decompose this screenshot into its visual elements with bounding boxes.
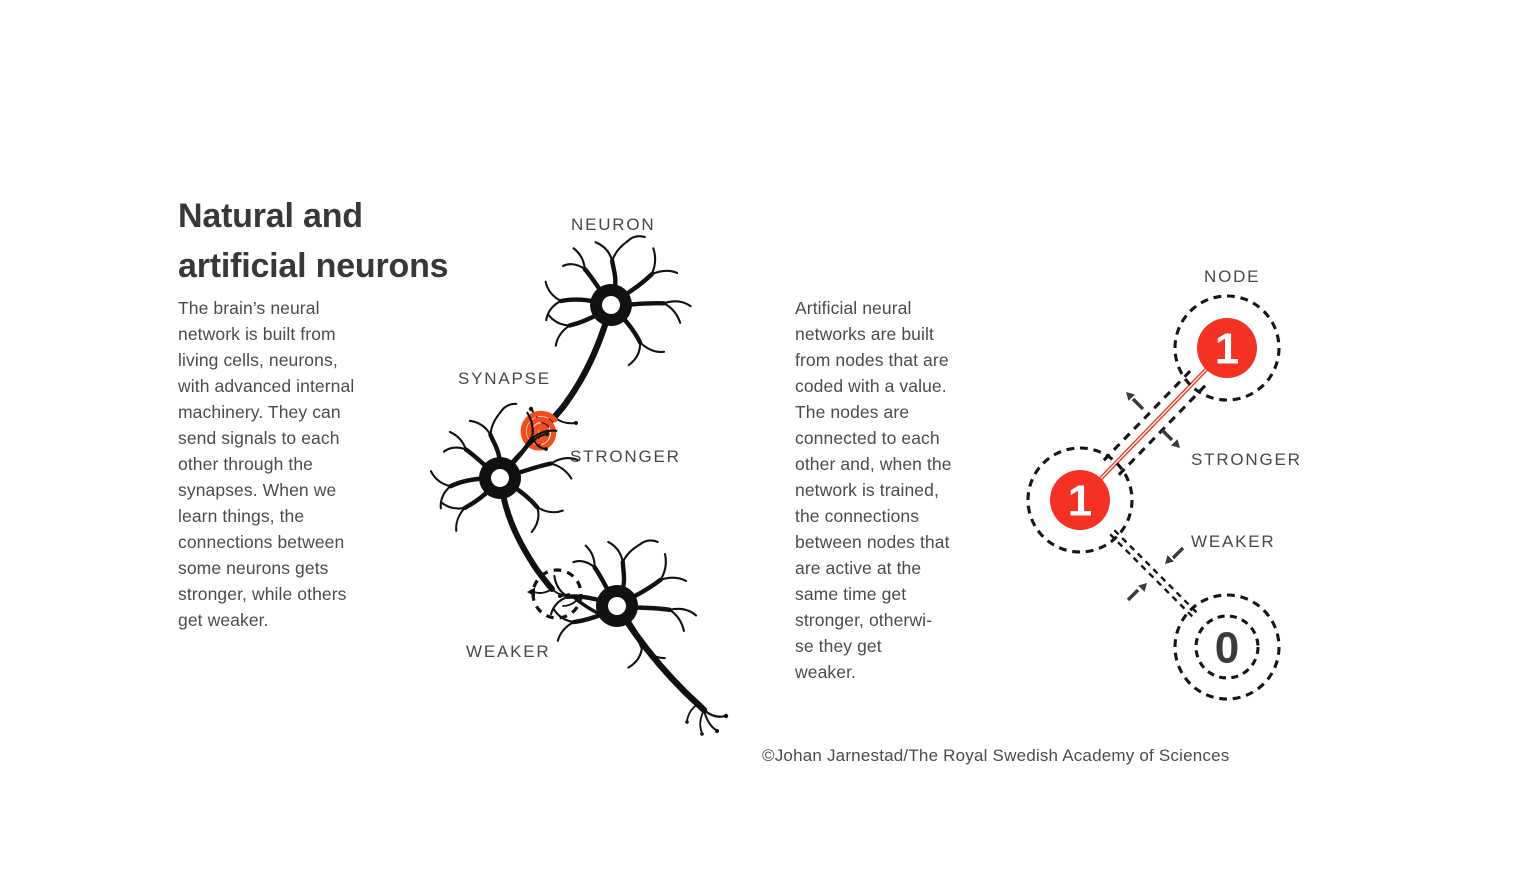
synapse-label: SYNAPSE — [458, 369, 551, 388]
node-top-value: 1 — [1215, 325, 1239, 374]
copyright-credit: ©Johan Jarnestad/The Royal Swedish Acade… — [762, 746, 1230, 765]
neuron-bottom — [537, 519, 729, 736]
neuron-middle — [425, 398, 585, 597]
neuron-label: NEURON — [571, 215, 656, 234]
weaker-synapse-dashed-circle — [531, 568, 583, 620]
node-left-active: 1 — [1026, 446, 1134, 554]
weaker-synapse-label: WEAKER — [466, 642, 551, 661]
weaker-connection-label: WEAKER — [1191, 532, 1276, 551]
arrow-up-right-icon — [1126, 583, 1147, 602]
node-bottom-inactive: 0 — [1173, 593, 1281, 701]
neuron-top — [528, 224, 699, 447]
arrow-up-left-icon — [1126, 392, 1145, 411]
stronger-arrows — [1126, 392, 1180, 448]
node-left-value: 1 — [1068, 477, 1092, 526]
natural-neurons-illustration — [420, 195, 729, 736]
natural-neurons-paragraph: The brain’s neural network is built from… — [178, 297, 355, 630]
weaker-arrows — [1126, 546, 1185, 602]
node-top-active: 1 — [1173, 294, 1281, 402]
stronger-synapse-spiral — [520, 410, 558, 451]
stronger-synapse-label: STRONGER — [570, 447, 681, 466]
artificial-neurons-paragraph: Artificial neural networks are built fro… — [795, 297, 952, 682]
connection-stronger — [1078, 346, 1229, 502]
artificial-network-diagram: 1 1 0 — [1026, 294, 1281, 701]
node-label: NODE — [1204, 267, 1261, 286]
axon-terminal-bottom — [686, 703, 727, 734]
stronger-connection-label: STRONGER — [1191, 450, 1302, 469]
connection-weaker — [1109, 529, 1198, 618]
page-title: Natural and artificial neurons — [178, 196, 449, 285]
arrow-down-left-icon — [1165, 546, 1185, 564]
axon-top-neuron — [543, 318, 610, 429]
arrow-down-right-icon — [1160, 428, 1180, 448]
node-bottom-value: 0 — [1215, 624, 1239, 673]
axon-middle-neuron — [501, 496, 555, 592]
